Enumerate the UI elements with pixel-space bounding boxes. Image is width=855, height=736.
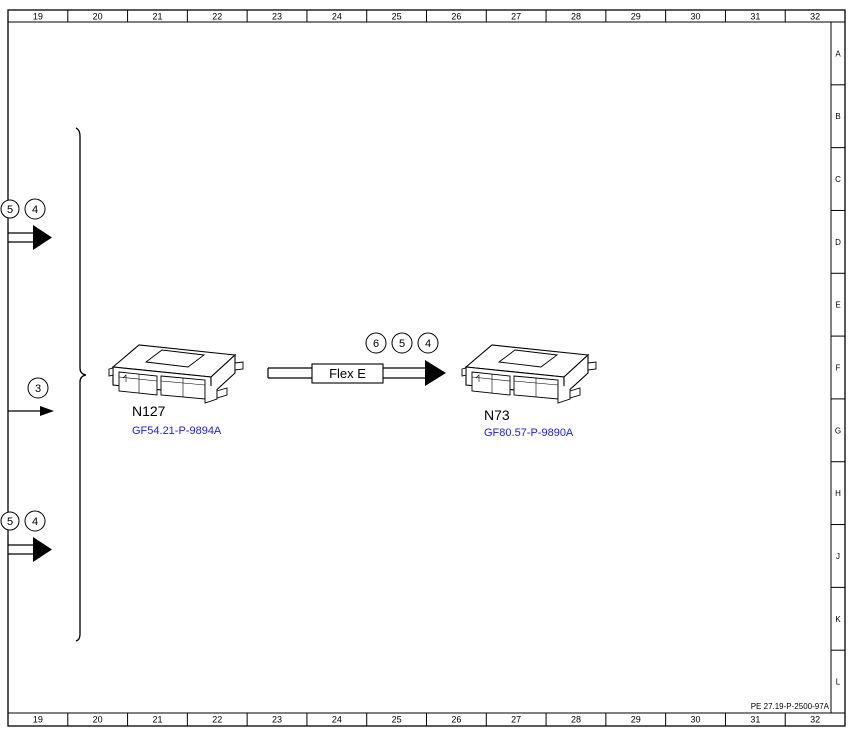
column-number: 25 [392, 715, 402, 725]
row-letter: F [836, 364, 841, 373]
component-ref-link[interactable]: GF54.21-P-9894A [132, 425, 222, 437]
column-number: 28 [571, 12, 581, 22]
row-grid: A B C D E F G H J K L [831, 49, 845, 687]
column-number: 20 [93, 12, 103, 22]
arrow-head [33, 225, 52, 250]
component-n73[interactable]: N73 GF80.57-P-9890A [461, 344, 597, 439]
column-number: 24 [332, 12, 342, 22]
bus-flex-e: 6 5 4 Flex E [267, 332, 446, 386]
column-number: 22 [212, 715, 222, 725]
column-number: 20 [93, 715, 103, 725]
column-number: 21 [152, 715, 162, 725]
document-id: PE 27.19-P-2500-97A [751, 702, 830, 711]
arrow-head [425, 360, 446, 386]
row-letter: K [835, 615, 841, 624]
group-brace [75, 127, 87, 642]
left-connection-1: 5 4 [0, 198, 52, 250]
ref-circle-label: 5 [7, 204, 13, 216]
component-name: N73 [484, 407, 510, 423]
ref-circle-label: 4 [32, 204, 38, 216]
column-grid: 19 19 20 20 21 21 22 22 23 23 24 24 25 25 26 26 27 27 28 28… [33, 10, 820, 726]
ref-circle-label: 3 [35, 383, 41, 395]
column-number: 22 [212, 12, 222, 22]
ref-circle-label: 5 [399, 338, 405, 350]
column-number: 19 [33, 715, 43, 725]
column-number: 32 [810, 12, 820, 22]
column-number: 30 [691, 715, 701, 725]
ref-circle-label: 4 [32, 516, 38, 528]
bus-label: Flex E [329, 366, 366, 381]
column-number: 21 [152, 12, 162, 22]
row-letter: B [835, 112, 840, 121]
arrow-head [33, 537, 52, 562]
column-number: 29 [631, 715, 641, 725]
arrow-head [40, 406, 54, 416]
column-number: 27 [511, 12, 521, 22]
column-number: 26 [451, 715, 461, 725]
row-letter: C [835, 175, 841, 184]
column-number: 31 [750, 12, 760, 22]
row-letter: H [835, 489, 841, 498]
left-connection-3: 5 4 [0, 510, 52, 562]
component-ref-link[interactable]: GF80.57-P-9890A [484, 427, 574, 439]
row-letter: A [835, 49, 841, 58]
column-number: 28 [571, 715, 581, 725]
component-name: N127 [132, 403, 166, 419]
row-letter: L [836, 678, 841, 687]
column-number: 30 [691, 12, 701, 22]
ref-circle-label: 4 [425, 338, 431, 350]
ref-circle-label: 6 [373, 338, 379, 350]
row-letter: G [835, 426, 841, 435]
column-number: 23 [272, 715, 282, 725]
column-number: 26 [451, 12, 461, 22]
column-number: 29 [631, 12, 641, 22]
ref-circle-label: 5 [7, 516, 13, 528]
column-number: 27 [511, 715, 521, 725]
column-number: 19 [33, 12, 43, 22]
column-number: 31 [750, 715, 760, 725]
column-number: 25 [392, 12, 402, 22]
column-number: 24 [332, 715, 342, 725]
row-letter: E [835, 301, 840, 310]
row-letter: D [835, 238, 841, 247]
column-number: 23 [272, 12, 282, 22]
bus-label-box [311, 363, 384, 384]
row-letter: J [836, 552, 840, 561]
left-connection-2: 3 [8, 377, 54, 416]
column-number: 32 [810, 715, 820, 725]
component-n127[interactable]: N127 GF54.21-P-9894A [108, 344, 244, 437]
